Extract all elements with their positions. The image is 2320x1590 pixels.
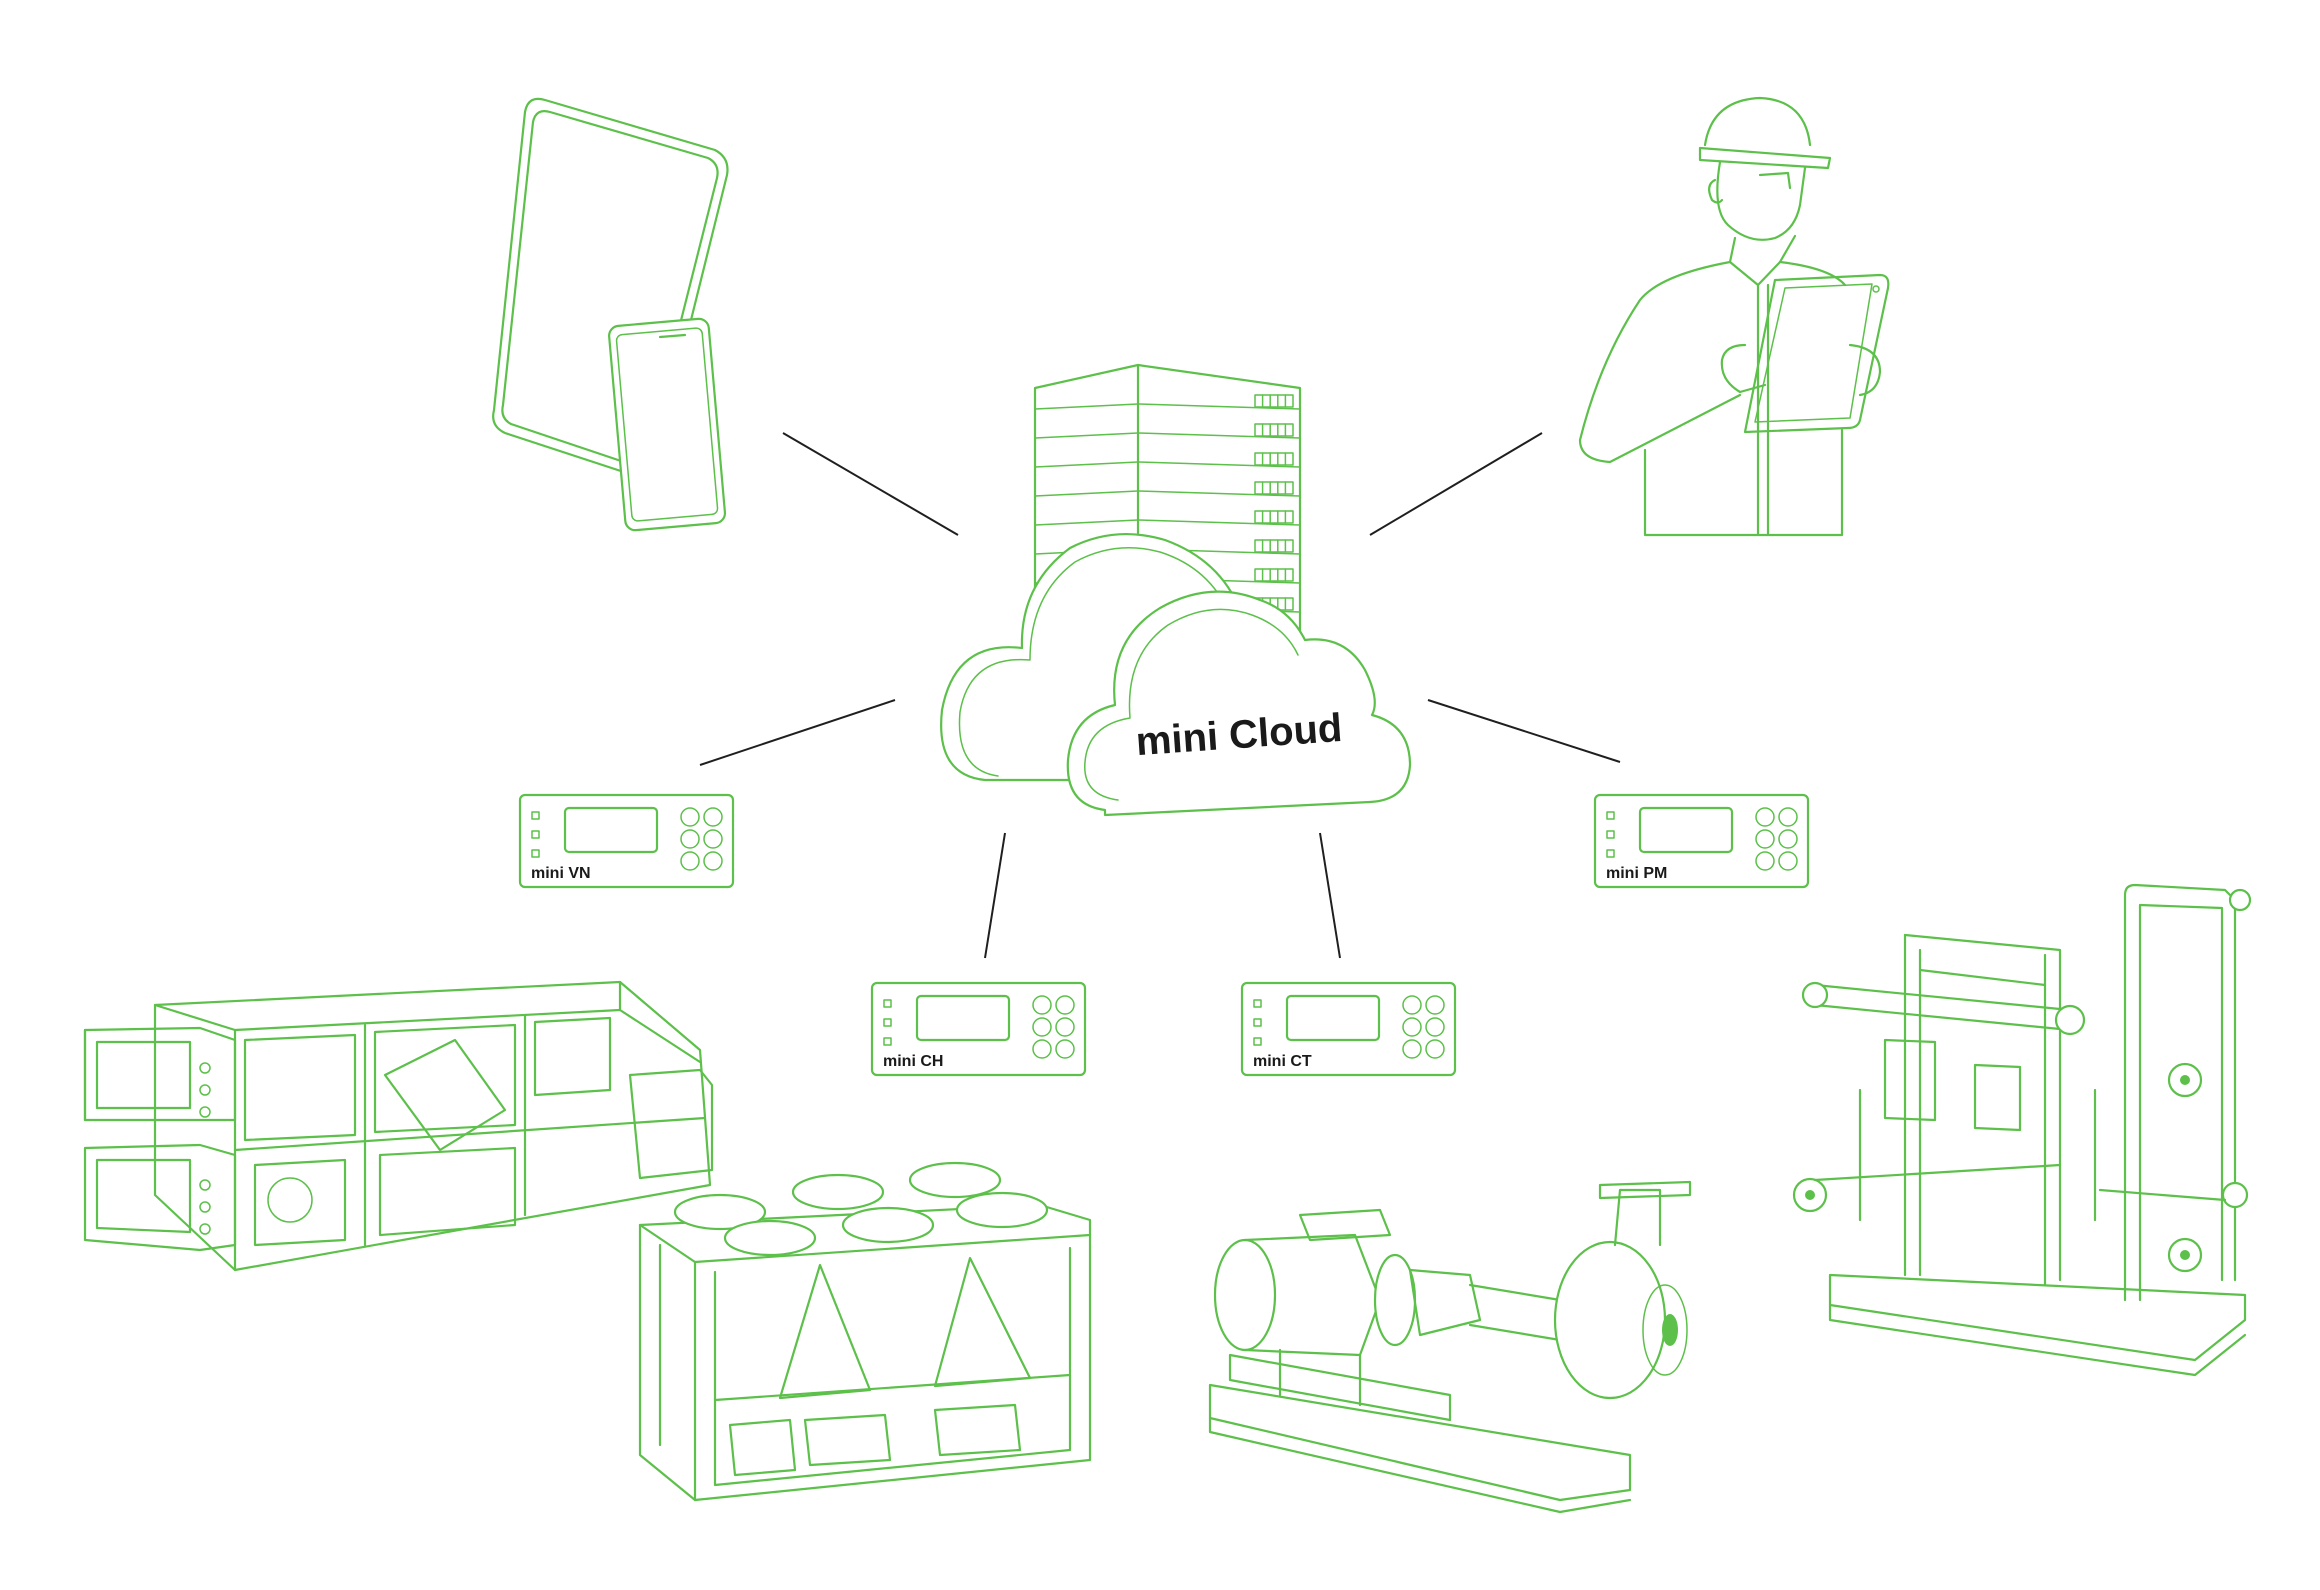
pump-station-icon xyxy=(1792,883,2252,1377)
air-handling-unit-icon xyxy=(83,980,714,1272)
link-mini-ct xyxy=(1319,832,1341,959)
controller-label-mini-pm: mini PM xyxy=(1606,865,1667,882)
technician-icon xyxy=(1578,96,1890,537)
controller-label-mini-ch: mini CH xyxy=(883,1053,943,1070)
controller-label-mini-vn: mini VN xyxy=(531,865,591,882)
centrifugal-pump-icon xyxy=(1208,1180,1692,1514)
tablet-phone-icon xyxy=(492,97,729,532)
controller-mini-pm: mini PM xyxy=(1593,793,1810,889)
controller-mini-vn: mini VN xyxy=(518,793,735,889)
controller-mini-ct: mini CT xyxy=(1240,981,1457,1077)
link-technician xyxy=(1369,432,1543,536)
link-mini-pm xyxy=(1427,699,1621,763)
chiller-icon xyxy=(638,1161,1092,1502)
controller-label-mini-ct: mini CT xyxy=(1253,1053,1312,1070)
controller-mini-ch: mini CH xyxy=(870,981,1087,1077)
connector-lines xyxy=(699,432,1621,959)
cloud-icon: mini Cloud xyxy=(940,533,1412,817)
link-mini-ch xyxy=(984,832,1006,959)
link-devices xyxy=(782,432,959,536)
link-mini-vn xyxy=(699,699,896,766)
